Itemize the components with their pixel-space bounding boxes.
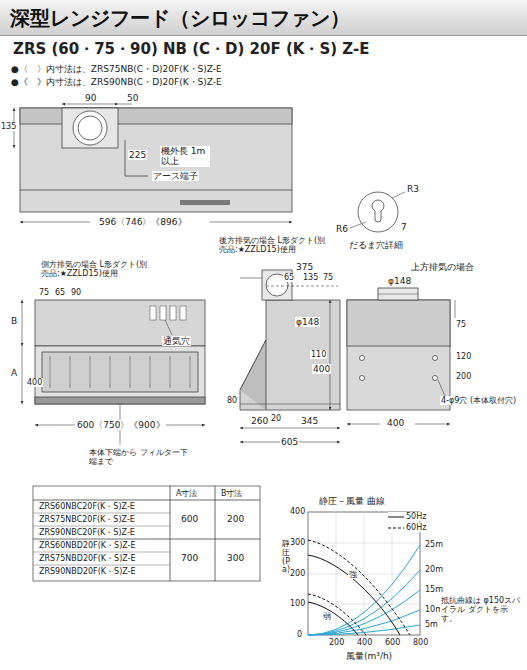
legend-line-sample (388, 514, 404, 520)
dimension-label: R3 (406, 184, 420, 194)
dimension-label: 135 (0, 122, 17, 131)
table-cell: B寸法 (220, 489, 244, 498)
model-name: ZRS (60・75・90) NB (C・D) 20F (K・S) Z-E (12, 41, 370, 58)
dimension-label: 5m (424, 620, 439, 629)
dimension-label: 400 (289, 507, 306, 516)
dimension-label: 75 (38, 288, 50, 297)
dimension-label: 200 (328, 638, 345, 647)
legend-text: 50Hz (406, 512, 426, 521)
dimension-label: 弱 (322, 612, 332, 621)
dimension-label: 400 (356, 638, 373, 647)
dimension-label: 80 (226, 396, 238, 405)
dimension-label: 90 (70, 288, 82, 297)
table-cell: A寸法 (175, 489, 198, 498)
dimension-label: 345 (300, 416, 319, 426)
dimension-label: 4-φ9穴 (本体取付穴) (440, 396, 522, 405)
dimension-label: 75 (455, 320, 467, 329)
dimension-label: 200 (455, 372, 472, 381)
dimension-label: 側方排気の場合 L形ダクト(別売品:★ZZLD15)使用 (40, 260, 154, 278)
table-cell: ZRS75NBC20F(K・S)Z-E (38, 515, 136, 524)
legend-entry: 60Hz (388, 523, 426, 532)
dimension-label: アース端子 (152, 171, 199, 181)
table-cell: ZRS60NBD20F(K・S)Z-E (38, 541, 137, 550)
dimension-label: 75 (322, 273, 334, 282)
dimension-label: 605 (280, 437, 299, 447)
dimension-label: だるま穴詳細 (348, 240, 404, 250)
legend-text: 60Hz (406, 523, 426, 532)
dimension-label: 7 (400, 222, 408, 232)
dimension-label: R6 (335, 224, 349, 234)
table-cell: 700 (180, 553, 199, 563)
dimension-label: 静圧－風量 曲線 (318, 496, 386, 506)
dimension-label: 200 (289, 569, 306, 578)
dimension-label: 50 (126, 93, 139, 103)
dimension-label: 300 (289, 538, 306, 547)
dimension-label: 本体下端から フィルター下端まで (88, 448, 190, 466)
dimension-label: 400 (312, 364, 331, 374)
dimension-label: 600 (384, 638, 401, 647)
dimension-label: 135 (302, 273, 319, 282)
dimension-label: 400 (386, 418, 405, 428)
legend-line-sample (388, 525, 404, 531)
table-cell: ZRS60NBC20F(K・S)Z-E (38, 502, 136, 511)
dimension-label: 65 (54, 288, 66, 297)
dimension-label: 0 (296, 630, 303, 639)
note: ●〈 〉内寸法は、ZRS75NB(C・D)20F(K・S)Z-E (10, 64, 223, 74)
dimension-label: 375 (295, 262, 314, 272)
dimension-label: 600〈750〉《900》 (76, 420, 166, 430)
legend-entry: 50Hz (388, 512, 426, 521)
dimension-label: φ148 (387, 276, 412, 286)
dimension-label: 260 (250, 416, 269, 426)
dimension-label: 25m (424, 540, 444, 549)
dimension-label: 抵抗曲線は φ150スパイラル ダクトを示す。 (440, 596, 522, 624)
dimension-label: 110 (310, 350, 327, 359)
dimension-label: 120 (455, 352, 472, 361)
table-cell: 200 (226, 514, 245, 524)
dimension-label: 強 (348, 570, 358, 579)
dimension-label: 800 (412, 638, 429, 647)
dimension-label: 機外長 1m以上 (160, 146, 210, 167)
table-cell: 300 (226, 553, 245, 563)
dimension-label: φ148 (295, 317, 320, 327)
table-cell: ZRS90NBD20F(K・S)Z-E (38, 567, 137, 576)
dimension-label: 100 (289, 599, 306, 608)
dimension-label: 風量(m³/h) (345, 651, 393, 661)
dimension-label: 90 (84, 93, 97, 103)
dimension-label: A (10, 368, 18, 378)
dimension-label: 20m (424, 565, 444, 574)
dimension-label: 20 (270, 414, 282, 423)
dimension-label: 通気穴 (162, 336, 191, 346)
dimension-label: 400 (26, 378, 43, 387)
table-cell: ZRS90NBC20F(K・S)Z-E (38, 528, 136, 537)
title-band: 深型レンジフード（シロッコファン） (0, 0, 527, 36)
dimension-label: 15m (424, 585, 444, 594)
table-cell: ZRS75NBD20F(K・S)Z-E (38, 554, 137, 563)
dimension-label: B (10, 316, 18, 326)
dimension-label: 後方排気の場合 L形ダクト(別売品:★ZZLD15)使用 (218, 236, 332, 254)
note: ●《 》内寸法は、ZRS90NB(C・D)20F(K・S)Z-E (10, 77, 223, 87)
dimension-label: 596〈746〉《896》 (98, 217, 188, 227)
dimension-label: 225 (128, 150, 147, 160)
dimension-label: 上方排気の場合 (410, 262, 475, 272)
table-cell: 600 (180, 514, 199, 524)
dimension-label: 65 (283, 273, 295, 282)
